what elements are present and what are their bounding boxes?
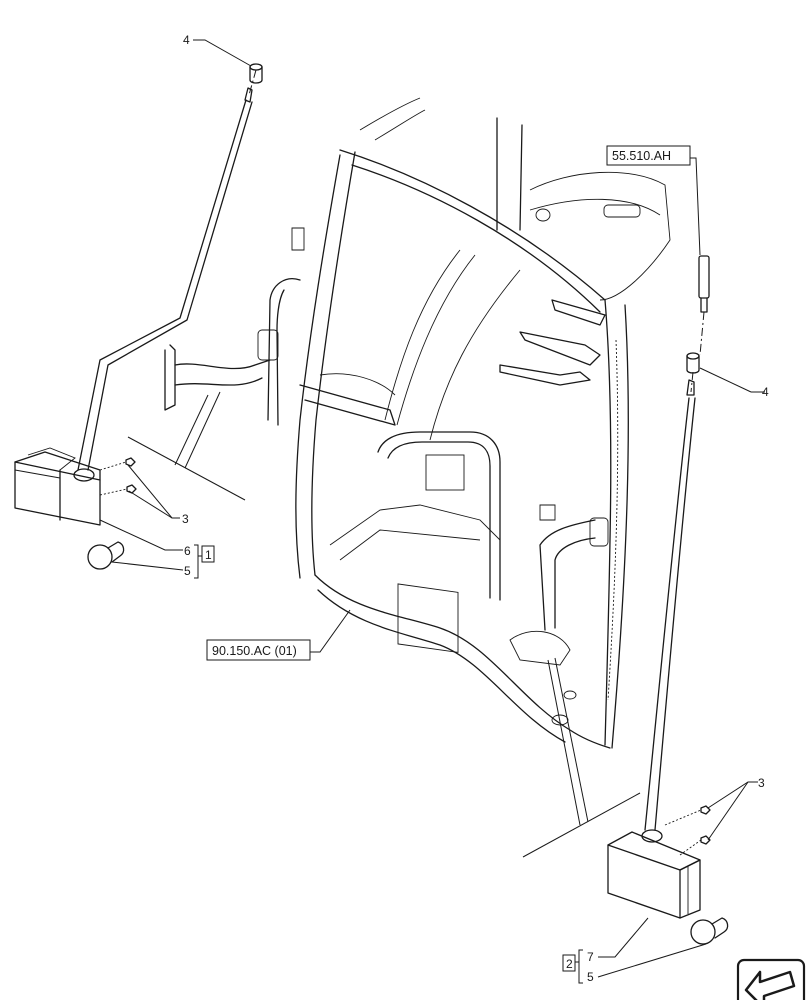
callout-4-right: 4 (762, 385, 769, 399)
left-lamp-housing (14, 447, 101, 526)
callout-5-left: 5 (184, 564, 191, 578)
group-bracket-1: 1 (194, 544, 215, 579)
cab-frame (164, 97, 671, 749)
reference-box-top[interactable]: 55.510.AH (606, 145, 691, 166)
callout-6: 6 (184, 544, 191, 558)
right-lamp-housing (607, 829, 701, 919)
right-upper-connector (698, 255, 710, 313)
left-bulb-part-5 (87, 541, 125, 570)
right-bulb-part-5 (690, 917, 729, 945)
right-nuts-part-3 (664, 805, 711, 856)
callout-4-top: 4 (183, 33, 190, 47)
callout-3-left: 3 (182, 512, 189, 526)
callouts: 4 4 3 3 6 5 7 5 (182, 33, 769, 984)
group-label-2: 2 (566, 957, 573, 971)
leader-lines (99, 39, 765, 978)
reference-label-bottom[interactable]: 90.150.AC (01) (212, 644, 297, 658)
right-lamp-assembly (522, 255, 729, 945)
arrow-direction-icon[interactable] (736, 958, 806, 1000)
left-nuts-part-3 (99, 457, 137, 496)
reference-box-bottom[interactable]: 90.150.AC (01) (206, 639, 311, 661)
left-connector-part-4 (244, 63, 263, 103)
callout-5-right: 5 (587, 970, 594, 984)
callout-3-right: 3 (758, 776, 765, 790)
reference-label-top[interactable]: 55.510.AH (612, 149, 671, 163)
callout-7: 7 (587, 950, 594, 964)
group-bracket-2: 2 (562, 949, 583, 984)
group-label-1: 1 (205, 548, 212, 562)
left-lamp-assembly (14, 63, 263, 570)
